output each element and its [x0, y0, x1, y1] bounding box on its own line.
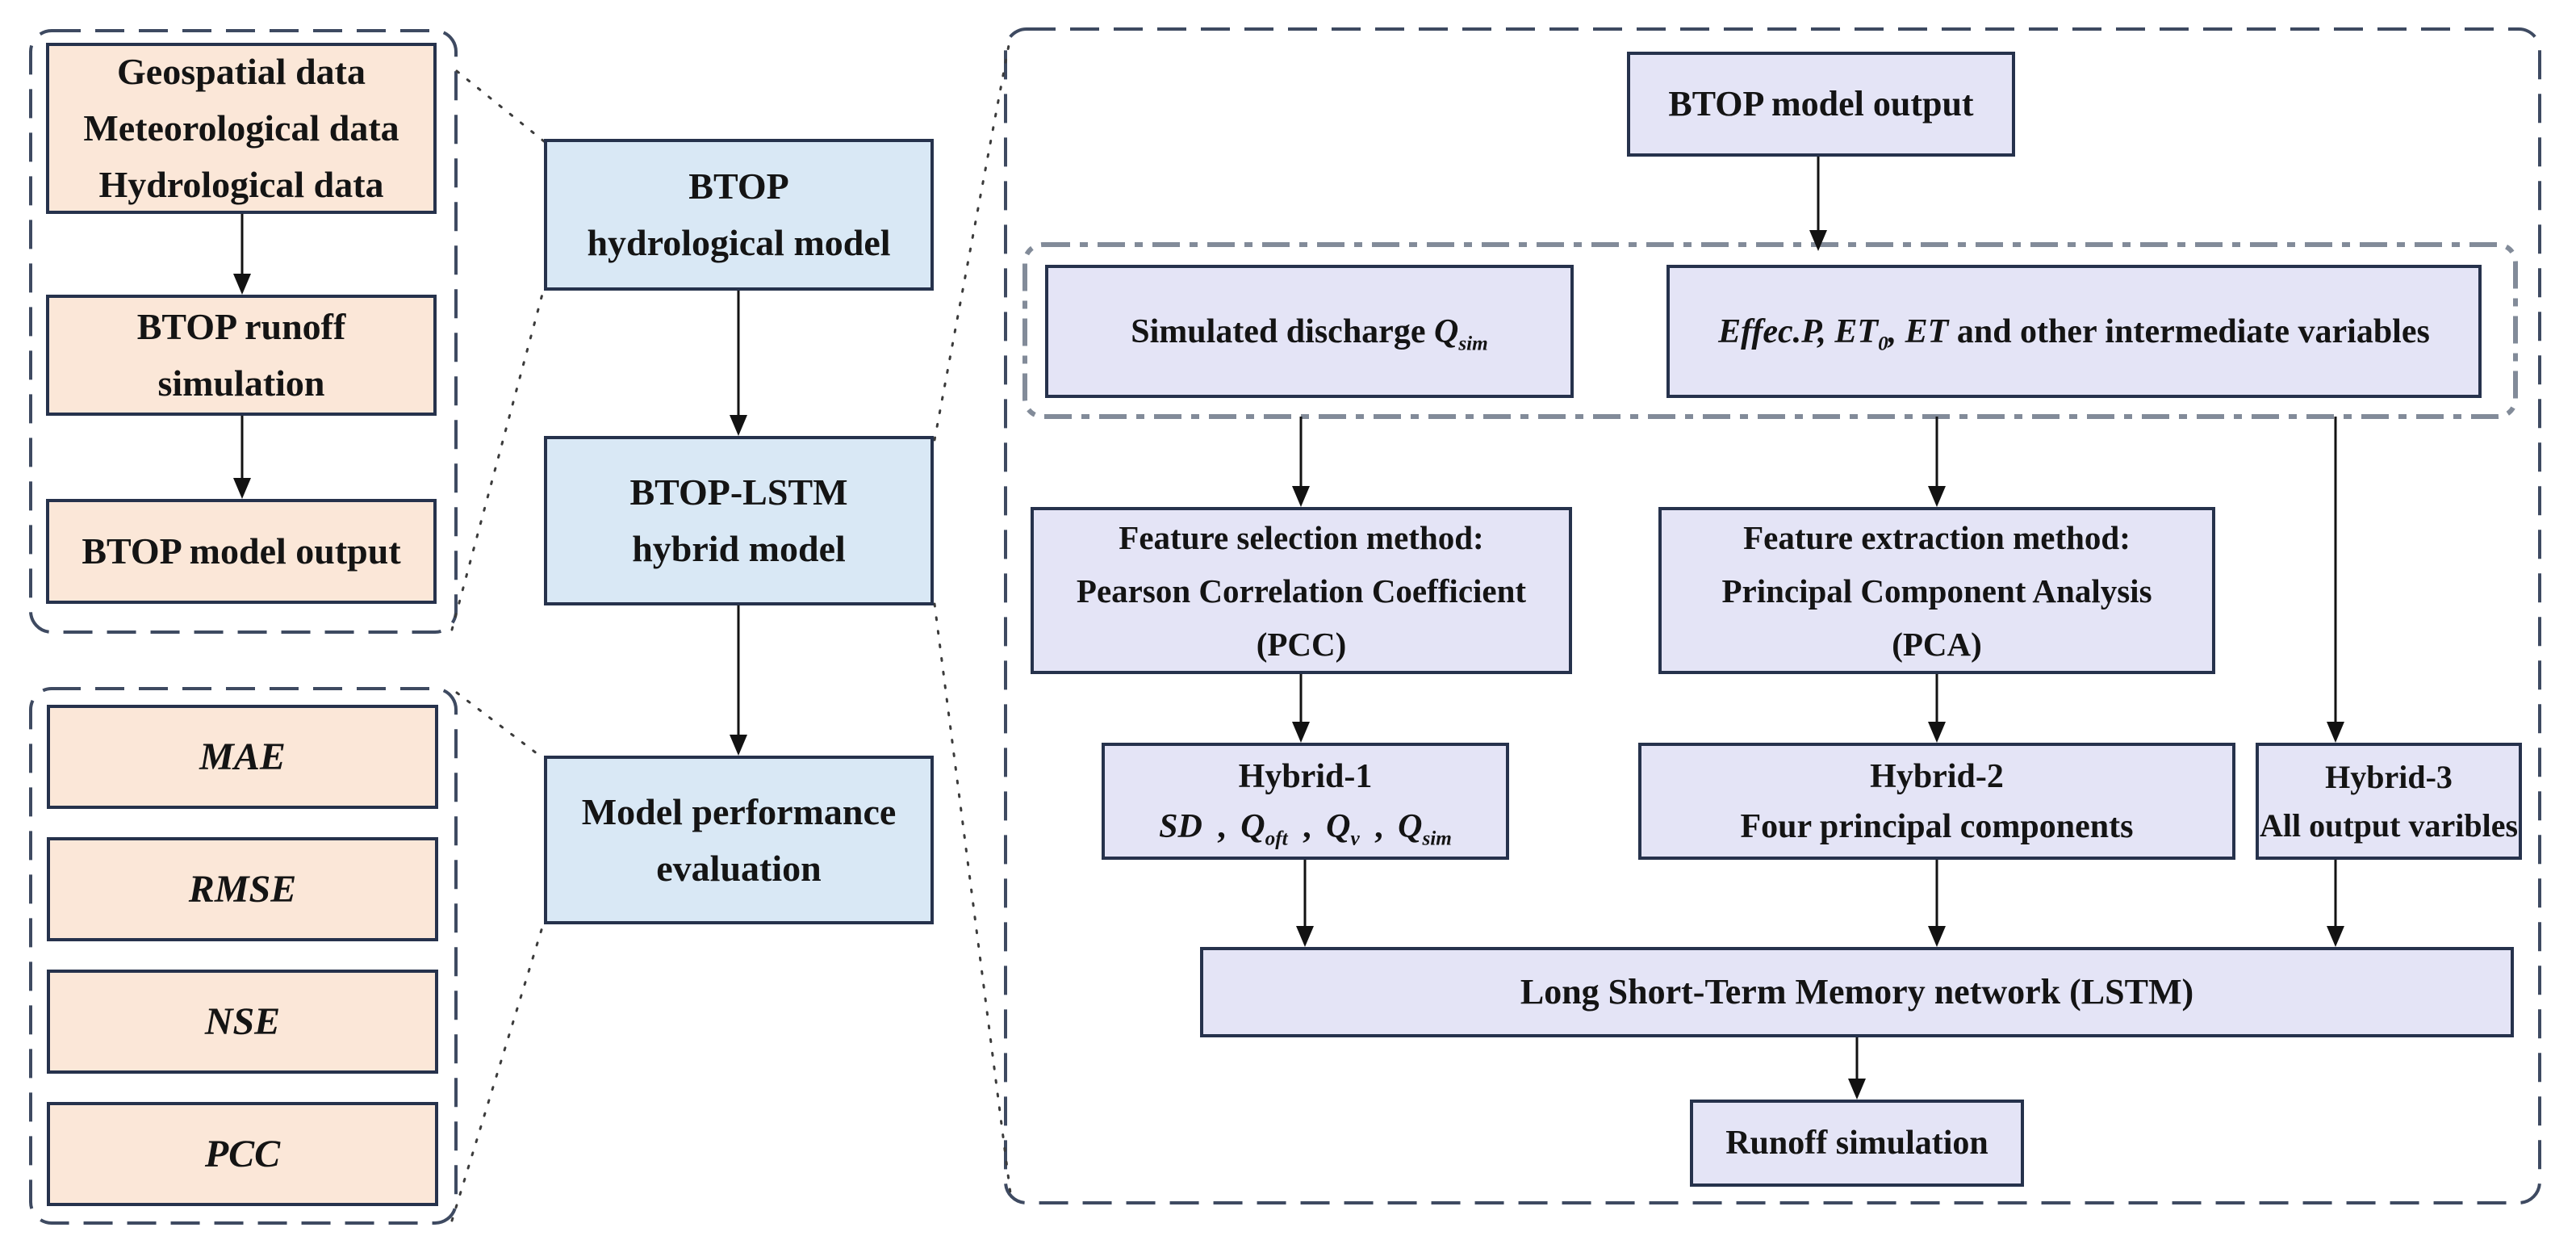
lstm-network-label: Long Short-Term Memory network (LSTM)	[1520, 972, 2194, 1012]
panel-btop-inputs-border	[29, 29, 458, 634]
metric-pcc-label: PCC	[204, 1132, 281, 1175]
hybrid-3-title: Hybrid-3	[2325, 758, 2453, 795]
intermediate-vars-italic-2: , ET	[1888, 312, 1949, 350]
sim-discharge-var: Q	[1433, 312, 1459, 350]
dotted-link-lines	[450, 44, 1012, 1222]
panel-btop-outputs-border	[1022, 242, 2518, 419]
box-simulated-discharge: Simulated discharge Qsim	[1045, 265, 1574, 398]
box-metric-nse: NSE	[47, 970, 438, 1074]
btop-lstm-line-2: hybrid model	[632, 528, 846, 569]
btop-model-line-2: hydrological model	[587, 222, 891, 263]
hybrid1-comma-3: ,	[1365, 807, 1392, 845]
box-btop-model-output-right: BTOP model output	[1627, 52, 2015, 157]
feature-extraction-line-1: Feature extraction method:	[1743, 518, 2131, 556]
box-lstm-network: Long Short-Term Memory network (LSTM)	[1200, 947, 2514, 1037]
hybrid1-sub-v: v	[1350, 827, 1360, 849]
hybrid1-sub-sim: sim	[1422, 827, 1452, 849]
btop-runoff-line-1: BTOP runoff	[136, 306, 346, 347]
hybrid1-sub-oft: oft	[1265, 827, 1288, 849]
feature-extraction-line-3: (PCA)	[1892, 625, 1982, 663]
box-btop-runoff-simulation: BTOP runoff simulation	[46, 295, 437, 416]
input-data-line-1: Geospatial data	[117, 51, 366, 92]
dotted-link-hybrid-top	[933, 44, 1010, 442]
hybrid1-var-sd: SD	[1159, 807, 1202, 845]
metric-rmse-label: RMSE	[188, 867, 297, 911]
dotted-link-metrics-top	[455, 691, 546, 760]
panel-hybrid-detail-border	[1004, 27, 2541, 1204]
hybrid-3-description: All output varibles	[2259, 806, 2519, 844]
dotted-link-inputs-top	[455, 69, 546, 143]
panel-metrics-border	[29, 687, 458, 1225]
hybrid1-comma-1: ,	[1208, 807, 1235, 845]
hybrid-1-variables: SD , Qoft , Qv , Qsim	[1159, 802, 1452, 852]
runoff-simulation-label: Runoff simulation	[1725, 1125, 1988, 1162]
input-data-line-3: Hydrological data	[98, 164, 384, 205]
box-feature-extraction-pca: Feature extraction method: Principal Com…	[1658, 507, 2215, 674]
hybrid-1-title: Hybrid-1	[1238, 757, 1373, 795]
box-metric-pcc: PCC	[47, 1102, 438, 1206]
intermediate-vars-rest: and other intermediate variables	[1948, 312, 2430, 350]
hybrid-2-title: Hybrid-2	[1870, 757, 2004, 795]
feature-selection-line-3: (PCC)	[1256, 625, 1347, 663]
box-metric-rmse: RMSE	[47, 837, 438, 941]
model-eval-line-2: evaluation	[656, 847, 822, 889]
intermediate-vars-italic-1: Effec.P, ET	[1718, 312, 1879, 350]
box-runoff-simulation-result: Runoff simulation	[1690, 1100, 2024, 1187]
metric-mae-label: MAE	[199, 735, 286, 778]
metric-nse-label: NSE	[204, 999, 281, 1043]
feature-selection-line-2: Pearson Correlation Coefficient	[1076, 572, 1527, 610]
btop-model-line-1: BTOP	[688, 165, 789, 207]
btop-model-output-right-label: BTOP model output	[1668, 84, 1974, 124]
hybrid1-var-q3: Q	[1398, 807, 1423, 845]
box-input-data: Geospatial data Meteorological data Hydr…	[46, 43, 437, 214]
box-hybrid-2: Hybrid-2 Four principal components	[1638, 743, 2235, 860]
intermediate-variables-label: Effec.P, ET0, ET and other intermediate …	[1718, 307, 2430, 357]
dotted-link-inputs-bottom	[450, 287, 546, 631]
feature-extraction-line-2: Principal Component Analysis	[1721, 572, 2152, 610]
hybrid1-var-q2: Q	[1326, 807, 1351, 845]
box-model-performance-evaluation: Model performance evaluation	[544, 756, 934, 924]
box-hybrid-3: Hybrid-3 All output varibles	[2256, 743, 2522, 860]
hybrid1-comma-2: ,	[1294, 807, 1320, 845]
btop-runoff-line-2: simulation	[157, 362, 325, 404]
box-btop-hydrological-model: BTOP hydrological model	[544, 139, 934, 291]
hybrid1-var-q1: Q	[1240, 807, 1265, 845]
box-feature-selection-pcc: Feature selection method: Pearson Correl…	[1031, 507, 1572, 674]
box-btop-model-output-left: BTOP model output	[46, 499, 437, 604]
box-btop-lstm-hybrid-model: BTOP-LSTM hybrid model	[544, 436, 934, 605]
sim-discharge-text: Simulated discharge	[1131, 312, 1434, 350]
intermediate-vars-subscript: 0	[1878, 332, 1888, 354]
input-data-line-2: Meteorological data	[83, 107, 399, 149]
sim-discharge-subscript: sim	[1458, 332, 1488, 354]
feature-selection-line-1: Feature selection method:	[1119, 518, 1484, 556]
flow-arrowheads	[233, 230, 2344, 1100]
simulated-discharge-label: Simulated discharge Qsim	[1131, 307, 1487, 357]
dotted-link-hybrid-bottom	[933, 602, 1012, 1195]
model-eval-line-1: Model performance	[581, 790, 897, 832]
btop-lstm-line-1: BTOP-LSTM	[629, 471, 848, 513]
btop-model-output-left-label: BTOP model output	[82, 530, 401, 572]
flow-arrows	[240, 157, 2337, 1080]
box-hybrid-1: Hybrid-1 SD , Qoft , Qv , Qsim	[1102, 743, 1509, 860]
box-metric-mae: MAE	[47, 705, 438, 809]
box-intermediate-variables: Effec.P, ET0, ET and other intermediate …	[1666, 265, 2482, 398]
hybrid-2-description: Four principal components	[1740, 807, 2134, 845]
dotted-link-metrics-bottom	[450, 920, 546, 1222]
